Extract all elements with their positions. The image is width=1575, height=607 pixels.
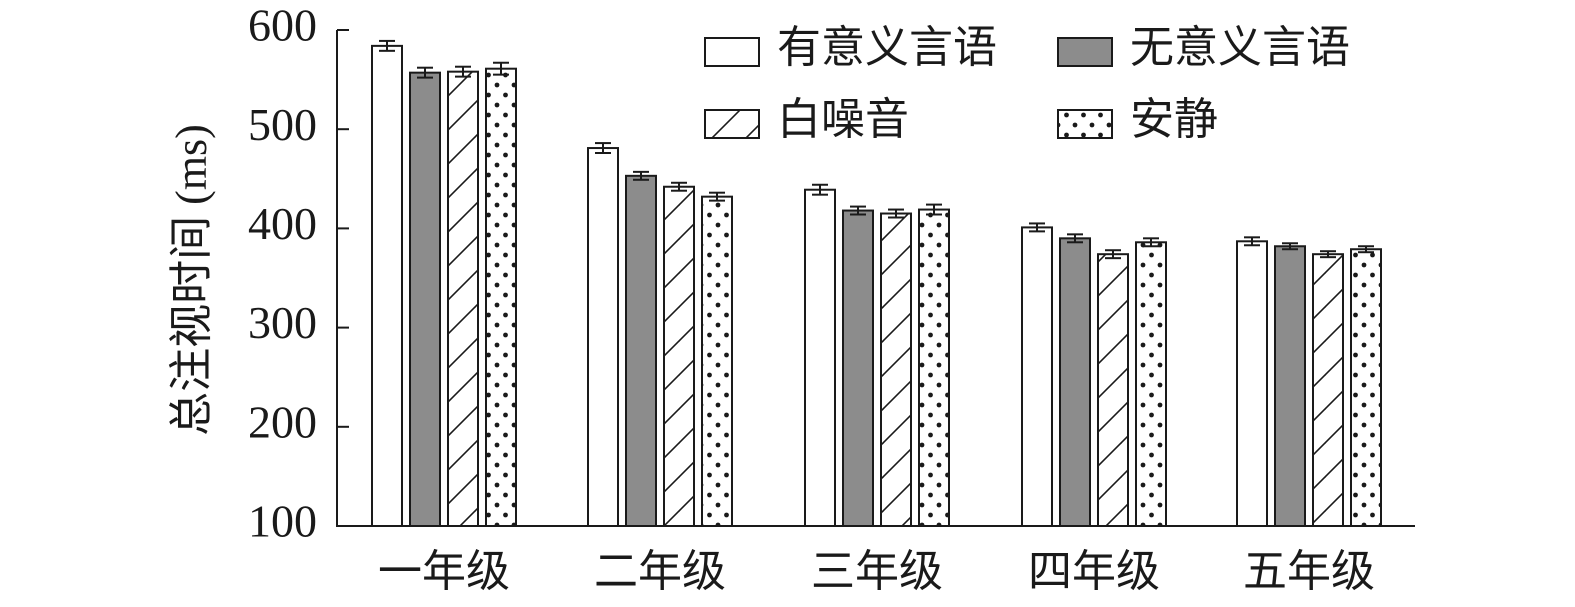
bar — [1236, 240, 1268, 528]
bar — [842, 209, 874, 527]
legend-label: 白噪音 — [777, 95, 909, 144]
y-tick-label: 100 — [248, 496, 317, 547]
error-bar — [888, 208, 904, 219]
legend-item: 白噪音 — [704, 95, 909, 144]
legend-swatch — [1057, 109, 1113, 139]
y-axis-label: 总注视时间 (ms) — [167, 124, 216, 436]
y-tick-label: 400 — [248, 198, 317, 249]
bar — [625, 174, 657, 527]
legend-swatch — [704, 37, 760, 67]
bar — [918, 208, 950, 527]
error-bar — [455, 65, 471, 78]
legend-item: 安静 — [1057, 95, 1218, 144]
bar — [1274, 245, 1306, 527]
bar-group — [1021, 222, 1167, 528]
error-bar — [595, 142, 611, 155]
error-bar — [709, 191, 725, 202]
bar-group — [371, 39, 517, 528]
bar — [701, 195, 733, 527]
bar — [587, 147, 619, 527]
error-bar — [493, 61, 509, 76]
error-bar — [1244, 236, 1260, 247]
error-bar — [671, 181, 687, 192]
y-tick-label: 300 — [248, 297, 317, 348]
bar — [371, 44, 403, 527]
y-axis-ticks: 100 200 300 400 500 600 — [248, 0, 349, 547]
legend-item: 无意义言语 — [1057, 23, 1350, 72]
bar — [1135, 241, 1167, 527]
x-category-label: 四年级 — [1028, 547, 1160, 596]
legend-label: 安静 — [1130, 95, 1218, 144]
x-category-label: 三年级 — [811, 547, 943, 596]
bar — [1350, 248, 1382, 527]
legend-swatch — [1057, 37, 1113, 67]
bar — [663, 185, 695, 527]
x-category-label: 五年级 — [1243, 547, 1375, 596]
error-bar — [926, 203, 942, 216]
y-tick-label: 200 — [248, 396, 317, 447]
plot-area — [371, 39, 1382, 528]
error-bar — [850, 205, 866, 216]
bar-group — [587, 142, 733, 527]
error-bar — [1358, 245, 1374, 254]
error-bar — [812, 183, 828, 196]
x-category-label: 一年级 — [378, 547, 510, 596]
x-category-label: 二年级 — [594, 547, 726, 596]
x-axis-categories: 一年级 二年级 三年级 四年级 五年级 — [378, 547, 1375, 596]
bar — [880, 212, 912, 528]
legend-label: 无意义言语 — [1130, 23, 1350, 72]
bar — [804, 188, 836, 527]
error-bar — [417, 66, 433, 79]
error-bar — [1282, 242, 1298, 251]
error-bar — [379, 39, 395, 52]
bar-group — [1236, 236, 1382, 528]
legend-swatch — [704, 109, 760, 139]
bar-group — [804, 183, 950, 528]
bar — [485, 67, 517, 528]
error-bar — [1105, 249, 1121, 260]
bar — [1097, 253, 1129, 528]
bar — [447, 70, 479, 527]
bar — [409, 71, 441, 527]
error-bar — [1320, 250, 1336, 259]
bar — [1312, 253, 1344, 528]
error-bar — [1029, 222, 1045, 233]
legend-item: 有意义言语 — [704, 23, 997, 72]
legend-label: 有意义言语 — [777, 23, 997, 72]
bar — [1021, 226, 1053, 528]
axes — [336, 30, 1415, 527]
y-tick-label: 600 — [248, 0, 317, 51]
y-tick-label: 500 — [248, 99, 317, 150]
error-bar — [1143, 237, 1159, 248]
error-bar — [633, 170, 649, 181]
bar — [1059, 237, 1091, 527]
error-bar — [1067, 233, 1083, 244]
